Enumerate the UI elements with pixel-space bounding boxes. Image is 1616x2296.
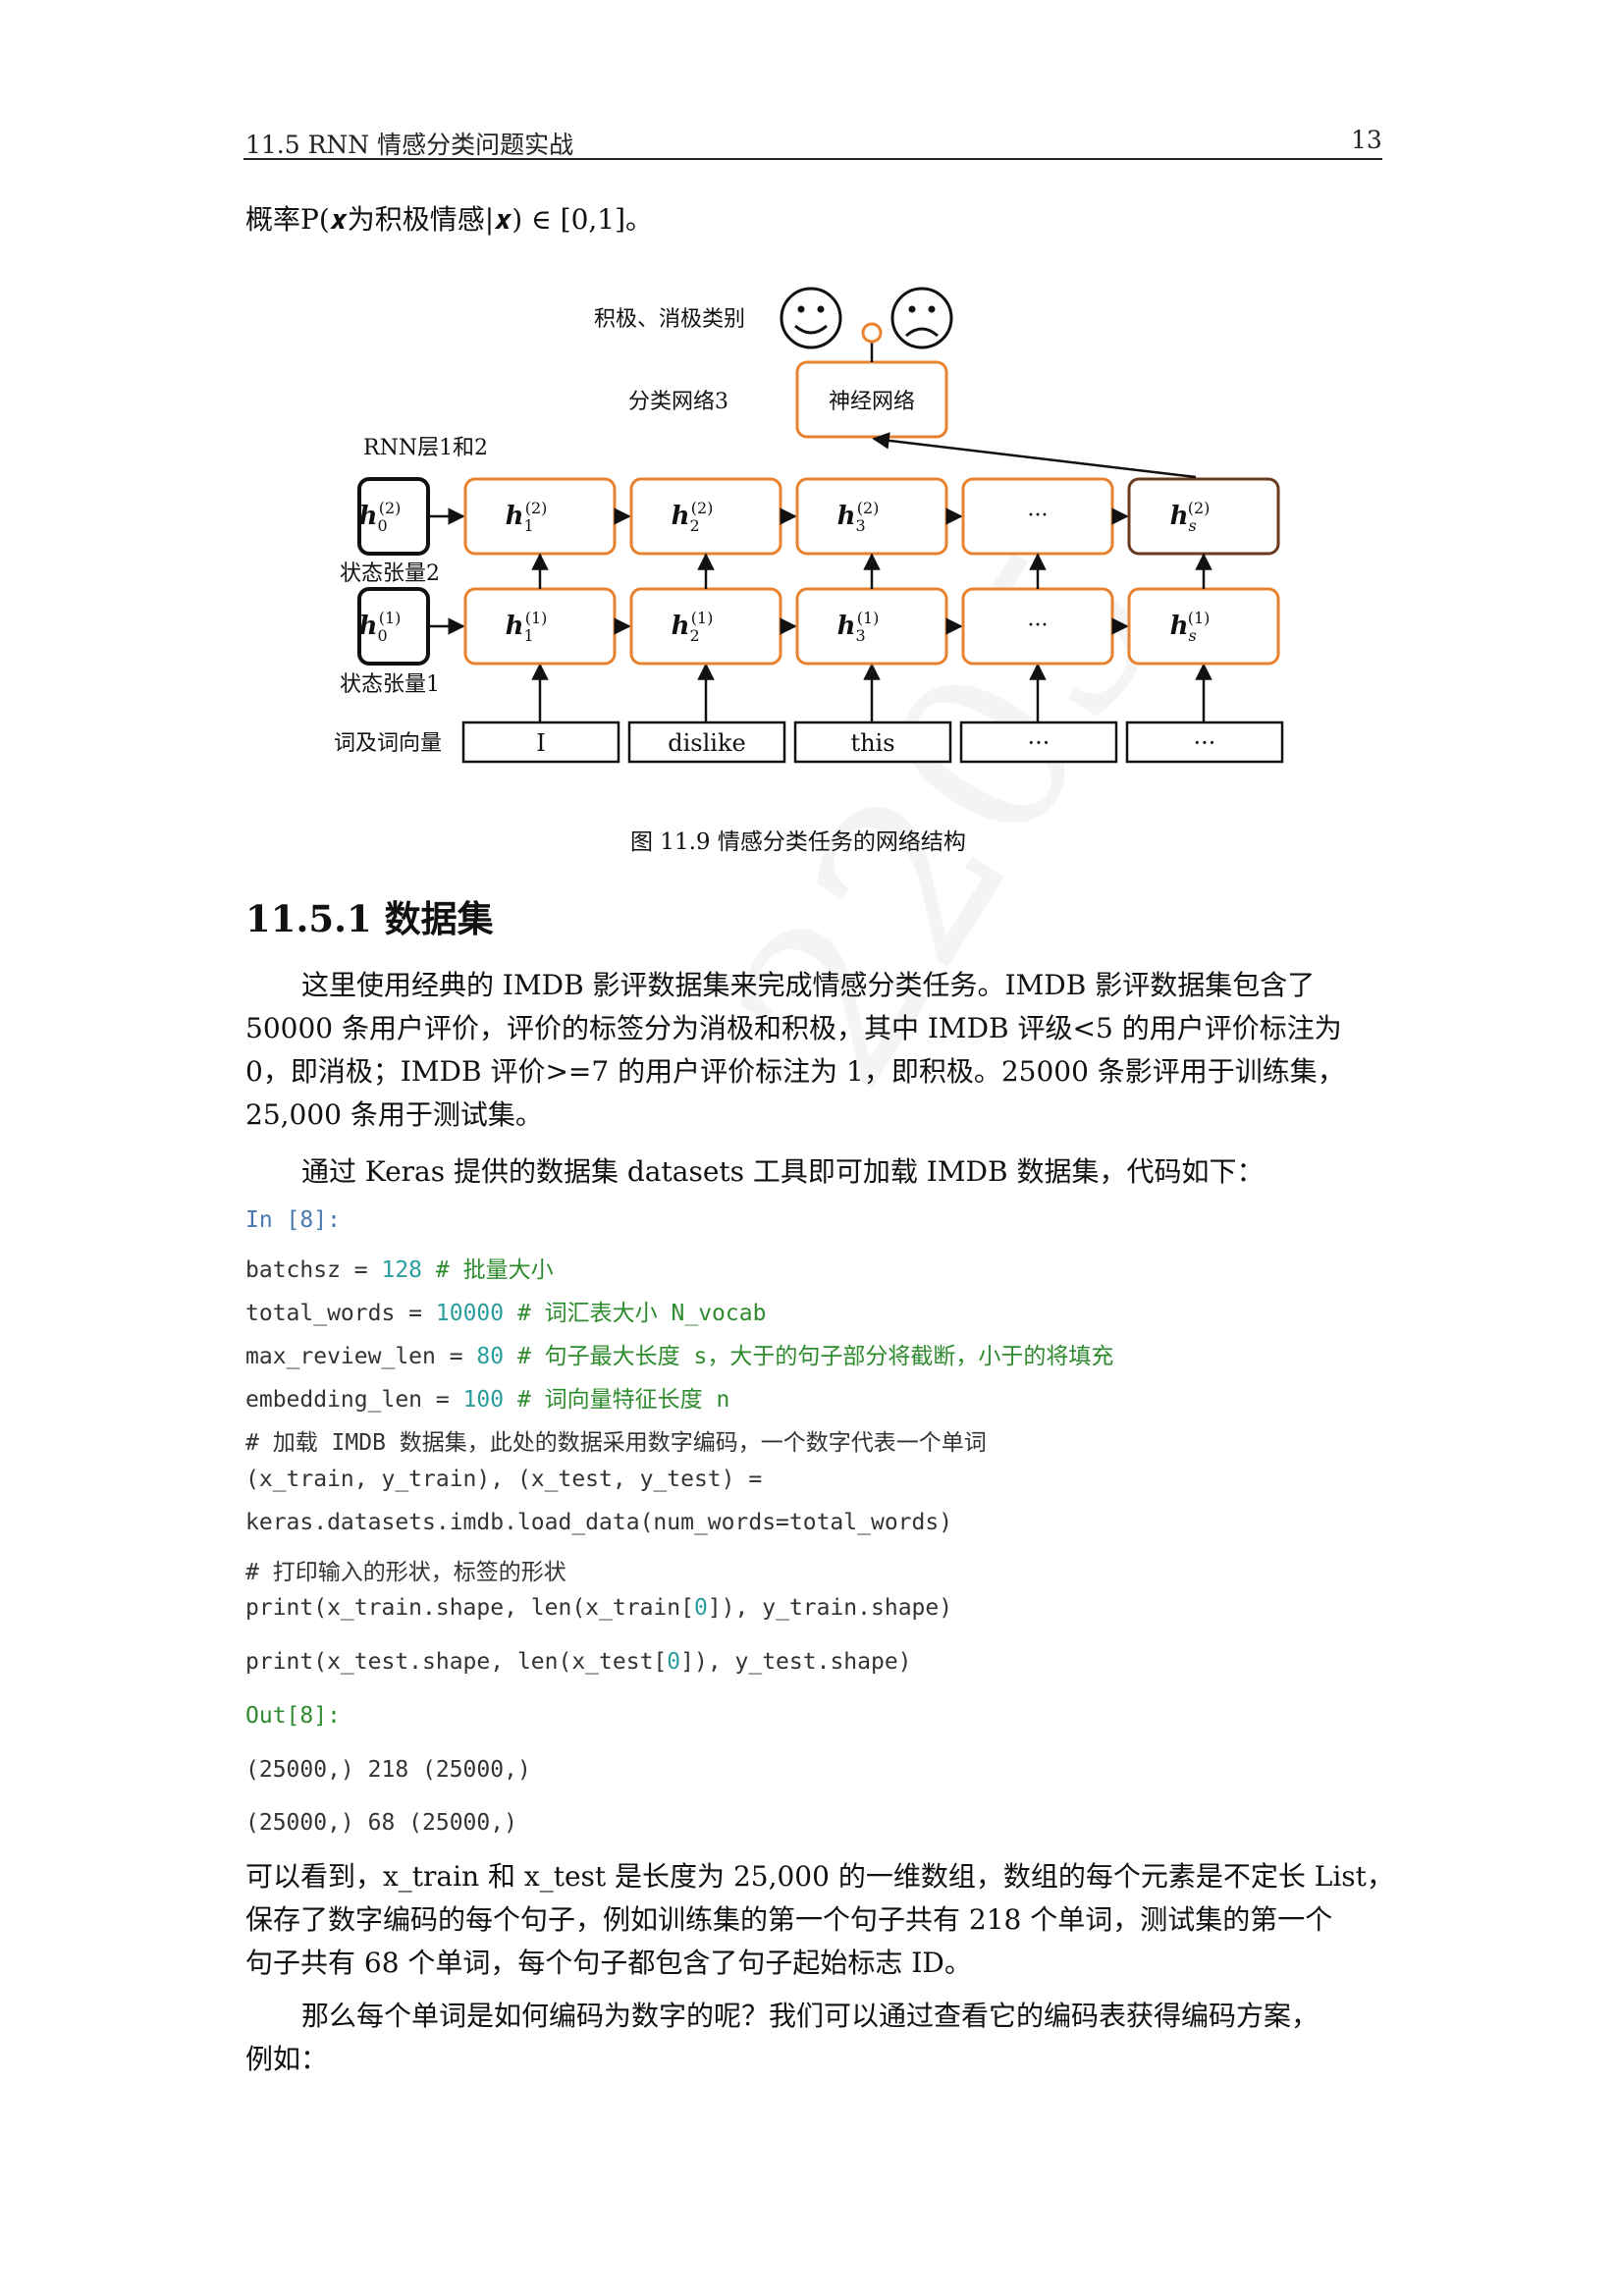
- paragraph-1-line-1: 这里使用经典的 IMDB 影评数据集来完成情感分类任务。IMDB 影评数据集包含…: [301, 969, 1316, 1001]
- code-number: 128: [381, 1257, 423, 1283]
- code-number: 0: [667, 1649, 681, 1675]
- paragraph-1-line-4: 25,000 条用于测试集。: [245, 1098, 543, 1131]
- code-line-10: print(x_test.shape, len(x_test[0]), y_te…: [245, 1649, 912, 1675]
- word-box: [959, 721, 1118, 764]
- rnn1-cell-label: h1(1): [506, 609, 548, 645]
- code-line-5: # 加载 IMDB 数据集，此处的数据采用数字编码，一个数字代表一个单词: [245, 1430, 987, 1456]
- code-line-3: max_review_len = 80 # 句子最大长度 s，大于的句子部分将截…: [245, 1337, 1113, 1370]
- code-line-7: keras.datasets.imdb.load_data(num_words=…: [245, 1510, 953, 1535]
- code-line-4: embedding_len = 100 # 词向量特征长度 n: [245, 1380, 729, 1414]
- code-text: total_words =: [245, 1301, 436, 1326]
- code-out-prompt: Out[8]:: [245, 1703, 341, 1729]
- header-rule: [243, 158, 1382, 160]
- paragraph-2: 通过 Keras 提供的数据集 datasets 工具即可加载 IMDB 数据集…: [301, 1155, 1265, 1188]
- word-label: I: [536, 729, 545, 757]
- paragraph-4-line-2: 例如：: [245, 2043, 329, 2075]
- figure-caption: 图 11.9 情感分类任务的网络结构: [630, 829, 966, 855]
- word-box: [793, 721, 952, 764]
- code-text: print(x_test.shape, len(x_test[: [245, 1649, 668, 1675]
- code-text: max_review_len =: [245, 1344, 477, 1369]
- code-text: batchsz =: [245, 1257, 382, 1283]
- word-label: this: [850, 729, 894, 757]
- rnn2-cell-label: h3(2): [837, 499, 880, 535]
- intro-line: 概率P(𝒙为积极情感|𝒙) ∈ [0,1]。: [245, 203, 654, 236]
- paragraph-1: 这里使用经典的 IMDB 影评数据集来完成情感分类任务。IMDB 影评数据集包含…: [245, 964, 1345, 1137]
- running-header-section: 11.5 RNN 情感分类问题实战: [245, 131, 574, 159]
- classifier-box-label: 神经网络: [829, 390, 915, 414]
- code-number: 80: [476, 1344, 505, 1369]
- code-line-2: total_words = 10000 # 词汇表大小 N_vocab: [245, 1294, 766, 1327]
- paragraph-3-line-3: 句子共有 68 个单词，每个句子都包含了句子起始标志 ID。: [245, 1947, 972, 1979]
- sad-face-icon: [890, 287, 953, 349]
- paragraph-1-line-2: 50000 条用户评价，评价的标签分为消极和积极，其中 IMDB 评级<5 的用…: [245, 1012, 1342, 1044]
- code-line-9: print(x_train.shape, len(x_train[0]), y_…: [245, 1595, 952, 1621]
- code-text: ]), y_test.shape): [680, 1649, 912, 1675]
- rnn2-cell-label: h1(2): [506, 499, 548, 535]
- paragraph-3: 可以看到，x_train 和 x_test 是长度为 25,000 的一维数组，…: [245, 1855, 1394, 1985]
- figure-label-words: 词及词向量: [334, 731, 442, 756]
- word-label: ···: [1028, 729, 1050, 757]
- code-text: ]), y_train.shape): [707, 1595, 953, 1621]
- word-box: [627, 721, 786, 764]
- paragraph-3-line-2: 保存了数字编码的每个句子，例如训练集的第一个句子共有 218 个单词，测试集的第…: [245, 1903, 1333, 1936]
- code-comment: # 批量大小: [422, 1257, 554, 1283]
- figure-label-output: 积极、消极类别: [594, 307, 745, 332]
- rnn2-cell-label: ···: [1028, 504, 1049, 528]
- code-line-8: # 打印输入的形状，标签的形状: [245, 1560, 566, 1585]
- code-comment: # 句子最大长度 s，大于的句子部分将截断，小于的将填充: [504, 1344, 1114, 1369]
- rnn1-cell-label: hs(1): [1170, 609, 1211, 645]
- smiley-face-icon: [780, 287, 842, 349]
- word-box: [461, 721, 620, 764]
- h0-top-label: h0(2): [359, 499, 402, 535]
- paragraph-4: 那么每个单词是如何编码为数字的呢？我们可以通过查看它的编码表获得编码方案， 例如…: [245, 1995, 1319, 2081]
- paragraph-1-line-3: 0，即消极；IMDB 评价>=7 的用户评价标注为 1，即积极。25000 条影…: [245, 1055, 1345, 1088]
- output-node: [861, 322, 883, 344]
- h0-bottom-label: h0(1): [359, 609, 402, 645]
- code-line-1: batchsz = 128 # 批量大小: [245, 1251, 554, 1284]
- code-number: 0: [693, 1595, 708, 1621]
- code-number: 100: [462, 1387, 505, 1413]
- code-comment: # 词向量特征长度 n: [504, 1387, 730, 1413]
- rnn1-cell-label: h3(1): [837, 609, 880, 645]
- rnn1-cell-label: h2(1): [672, 609, 714, 645]
- word-label: dislike: [668, 729, 745, 757]
- section-title: 11.5.1 数据集: [245, 897, 494, 940]
- figure-label-state2: 状态张量2: [340, 561, 440, 586]
- arrow: [872, 432, 1197, 479]
- code-number: 10000: [435, 1301, 505, 1326]
- paragraph-3-line-1: 可以看到，x_train 和 x_test 是长度为 25,000 的一维数组，…: [245, 1860, 1394, 1893]
- code-text: print(x_train.shape, len(x_train[: [245, 1595, 694, 1621]
- code-text: embedding_len =: [245, 1387, 463, 1413]
- code-line-6: (x_train, y_train), (x_test, y_test) =: [245, 1467, 763, 1492]
- code-output-line-2: (25000,) 68 (25000,): [245, 1810, 517, 1836]
- figure-label-state1: 状态张量1: [340, 672, 440, 697]
- code-output-line-1: (25000,) 218 (25000,): [245, 1757, 531, 1783]
- page-number: 13: [1351, 126, 1382, 154]
- code-in-prompt: In [8]:: [245, 1207, 341, 1233]
- rnn1-cell-label: ···: [1028, 614, 1049, 638]
- word-box: [1125, 721, 1284, 764]
- code-comment: # 词汇表大小 N_vocab: [504, 1301, 767, 1326]
- paragraph-4-line-1: 那么每个单词是如何编码为数字的呢？我们可以通过查看它的编码表获得编码方案，: [301, 2000, 1320, 2032]
- figure-label-rnn: RNN层1和2: [363, 436, 488, 460]
- rnn2-cell-label: h2(2): [672, 499, 714, 535]
- word-label: ···: [1194, 729, 1216, 757]
- figure-label-classifier: 分类网络3: [628, 390, 728, 414]
- rnn2-cell-label: hs(2): [1170, 499, 1211, 535]
